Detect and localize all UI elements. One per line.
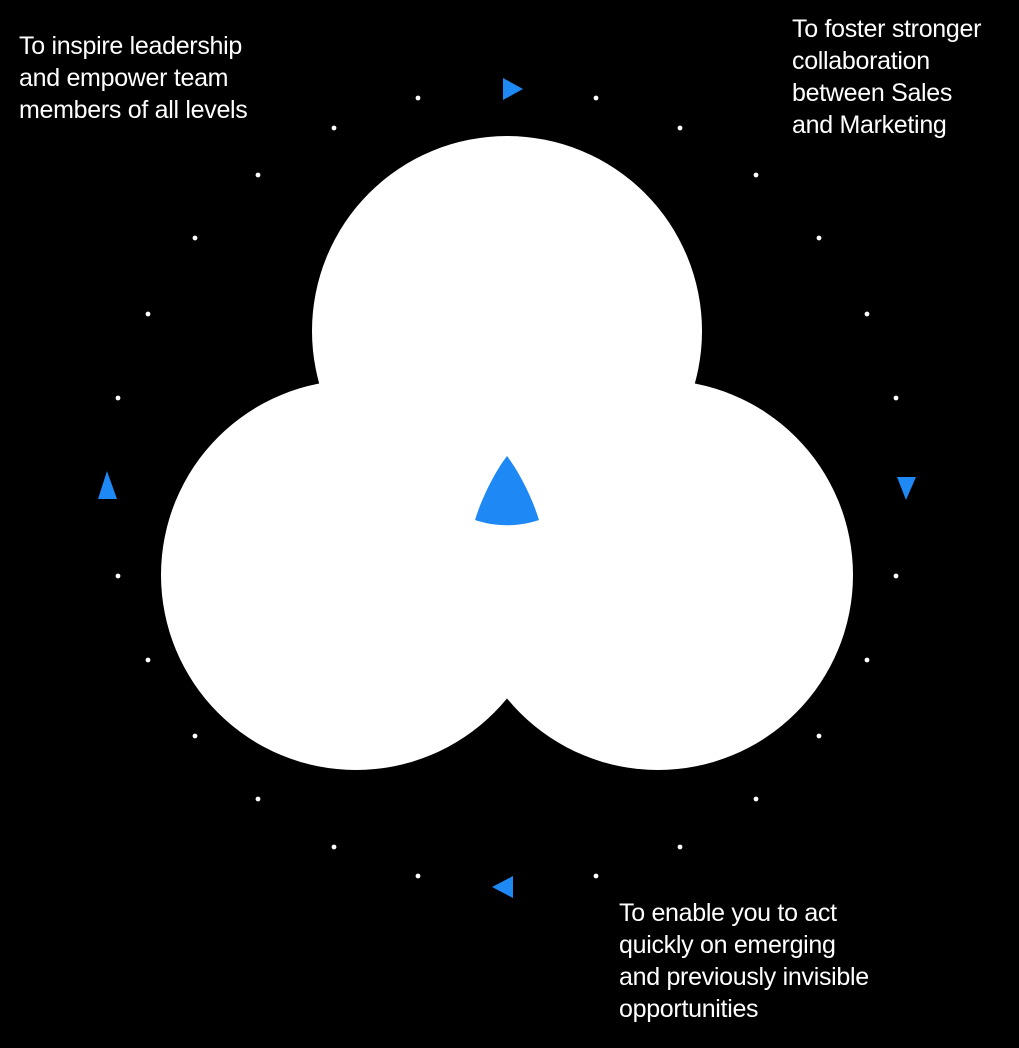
annotation-line: To foster stronger: [792, 15, 982, 43]
orbit-dot: [331, 844, 337, 850]
venn-circle-left: [161, 380, 551, 770]
annotation-top-left: To inspire leadership and empower team m…: [19, 30, 248, 126]
orbit-dot: [415, 95, 421, 101]
annotation-line: collaboration: [792, 47, 930, 75]
orbit-dot: [255, 172, 261, 178]
orbit-dot: [593, 873, 599, 879]
orbit-dot: [415, 873, 421, 879]
orbit-dot: [192, 235, 198, 241]
annotation-line: To enable you to act: [619, 899, 837, 927]
orbit-dot: [864, 657, 870, 663]
orbit-dot: [864, 311, 870, 317]
orbit-dot: [753, 172, 759, 178]
orbit-dot: [115, 573, 121, 579]
annotation-line: members of all levels: [19, 96, 248, 124]
rotation-arrow-bottom-icon: [492, 876, 513, 898]
annotation-line: quickly on emerging: [619, 931, 836, 959]
venn-circles: [161, 136, 853, 770]
orbit-dot: [331, 125, 337, 131]
rotation-arrow-left-icon: [98, 471, 117, 499]
annotation-line: and Marketing: [792, 111, 947, 139]
orbit-dot: [816, 733, 822, 739]
rotation-arrow-top-icon: [503, 78, 523, 100]
venn-circle-right: [463, 380, 853, 770]
orbit-dot: [677, 844, 683, 850]
orbit-dots: [115, 95, 899, 879]
center-triangle: [475, 456, 539, 526]
rotation-arrows: [98, 78, 916, 898]
orbit-dot: [192, 733, 198, 739]
annotation-line: To inspire leadership: [19, 32, 242, 60]
orbit-dot: [255, 796, 261, 802]
orbit-dot: [816, 235, 822, 241]
orbit-dot: [893, 573, 899, 579]
annotation-line: between Sales: [792, 79, 953, 107]
annotation-line: and previously invisible: [619, 963, 869, 991]
orbit-dot: [115, 395, 121, 401]
orbit-dot: [145, 657, 151, 663]
annotation-line: and empower team: [19, 64, 229, 92]
orbit-dot: [677, 125, 683, 131]
orbit-dot: [893, 395, 899, 401]
orbit-dot: [753, 796, 759, 802]
orbit-dot: [593, 95, 599, 101]
annotation-bottom-right: To enable you to act quickly on emerging…: [619, 897, 869, 1025]
orbit-dot: [145, 311, 151, 317]
annotation-line: opportunities: [619, 995, 759, 1023]
annotation-top-right: To foster stronger collaboration between…: [792, 13, 981, 141]
rotation-arrow-right-icon: [897, 477, 916, 500]
